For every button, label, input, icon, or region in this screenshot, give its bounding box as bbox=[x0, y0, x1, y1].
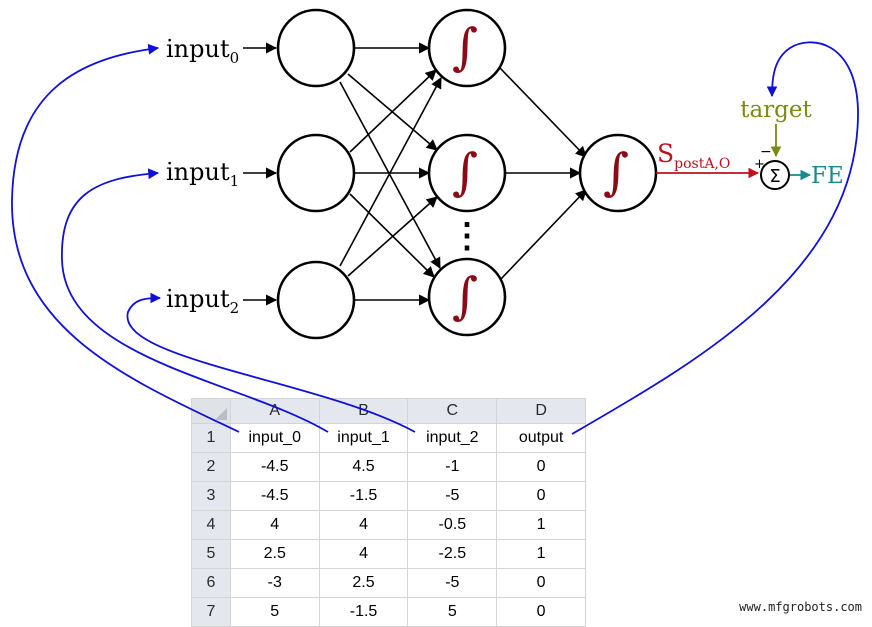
table-cell[interactable]: 0 bbox=[496, 452, 586, 482]
table-cell[interactable]: 0 bbox=[496, 597, 586, 627]
minus-sign: − bbox=[760, 144, 772, 160]
flow-curve-output bbox=[571, 41, 859, 435]
input-label-1: input1 bbox=[166, 158, 239, 190]
hidden-node-2 bbox=[427, 257, 507, 337]
table-cell[interactable]: -1.5 bbox=[318, 597, 409, 627]
input-label-1-base: input bbox=[166, 158, 230, 186]
integral-icon-hidden-1: ∫ bbox=[452, 143, 478, 201]
row-number[interactable]: 7 bbox=[191, 597, 231, 627]
signal-label: SpostA,O bbox=[657, 139, 730, 172]
select-all-corner[interactable] bbox=[191, 398, 231, 424]
table-cell[interactable]: 2.5 bbox=[318, 568, 409, 598]
target-label: target bbox=[740, 97, 812, 123]
input-label-0-sub: 0 bbox=[230, 49, 240, 67]
table-cell[interactable]: -5 bbox=[407, 481, 498, 511]
input-arrows bbox=[243, 42, 278, 306]
integral-icon-output: ∫ bbox=[603, 143, 629, 201]
integral-icon-hidden-2: ∫ bbox=[452, 267, 478, 325]
table-cell[interactable]: -5 bbox=[407, 568, 498, 598]
input-hidden-connections bbox=[339, 42, 442, 306]
plus-sign: + bbox=[754, 157, 765, 172]
table-cell[interactable]: 0 bbox=[496, 568, 586, 598]
flow-curve-input-1 bbox=[61, 168, 329, 433]
flow-curve-input-2 bbox=[126, 292, 416, 433]
watermark: www.mfgrobots.com bbox=[739, 600, 862, 614]
data-flow-curves bbox=[11, 41, 859, 435]
table-cell[interactable]: -4.5 bbox=[229, 452, 320, 482]
row-number[interactable]: 1 bbox=[191, 423, 231, 453]
signal-label-base: S bbox=[657, 139, 674, 168]
table-cell[interactable]: 2.5 bbox=[229, 539, 320, 569]
input-node-1 bbox=[276, 133, 356, 213]
table-cell[interactable]: -1.5 bbox=[318, 481, 409, 511]
input-label-0: input0 bbox=[166, 35, 239, 67]
table-cell[interactable]: 4 bbox=[229, 510, 320, 540]
hidden-ellipsis: ⋮ bbox=[450, 216, 484, 256]
column-header-c[interactable]: C bbox=[407, 398, 498, 424]
input-label-2-sub: 2 bbox=[230, 299, 240, 317]
hidden-node-1 bbox=[427, 133, 507, 213]
flow-curve-input-0 bbox=[11, 43, 240, 433]
row-number[interactable]: 4 bbox=[191, 510, 231, 540]
table-cell[interactable]: 5 bbox=[407, 597, 498, 627]
hidden-node-0 bbox=[427, 8, 507, 88]
sum-node bbox=[760, 160, 790, 190]
input-label-1-sub: 1 bbox=[230, 172, 240, 190]
signal-label-sub: postA,O bbox=[674, 156, 730, 172]
table-cell[interactable]: input_1 bbox=[318, 423, 409, 453]
input-label-2: input2 bbox=[166, 285, 239, 317]
hidden-output-connections bbox=[499, 67, 587, 281]
column-header-d[interactable]: D bbox=[496, 398, 586, 424]
input-node-2 bbox=[276, 260, 356, 340]
table-cell[interactable]: input_2 bbox=[407, 423, 498, 453]
fe-label: FE bbox=[811, 163, 844, 189]
input-label-2-base: input bbox=[166, 285, 230, 313]
input-node-0 bbox=[276, 8, 356, 88]
input-label-0-base: input bbox=[166, 35, 230, 63]
sum-icon: Σ bbox=[769, 166, 780, 187]
row-number[interactable]: 3 bbox=[191, 481, 231, 511]
row-number[interactable]: 2 bbox=[191, 452, 231, 482]
integral-icon-hidden-0: ∫ bbox=[452, 18, 478, 76]
row-number[interactable]: 5 bbox=[191, 539, 231, 569]
